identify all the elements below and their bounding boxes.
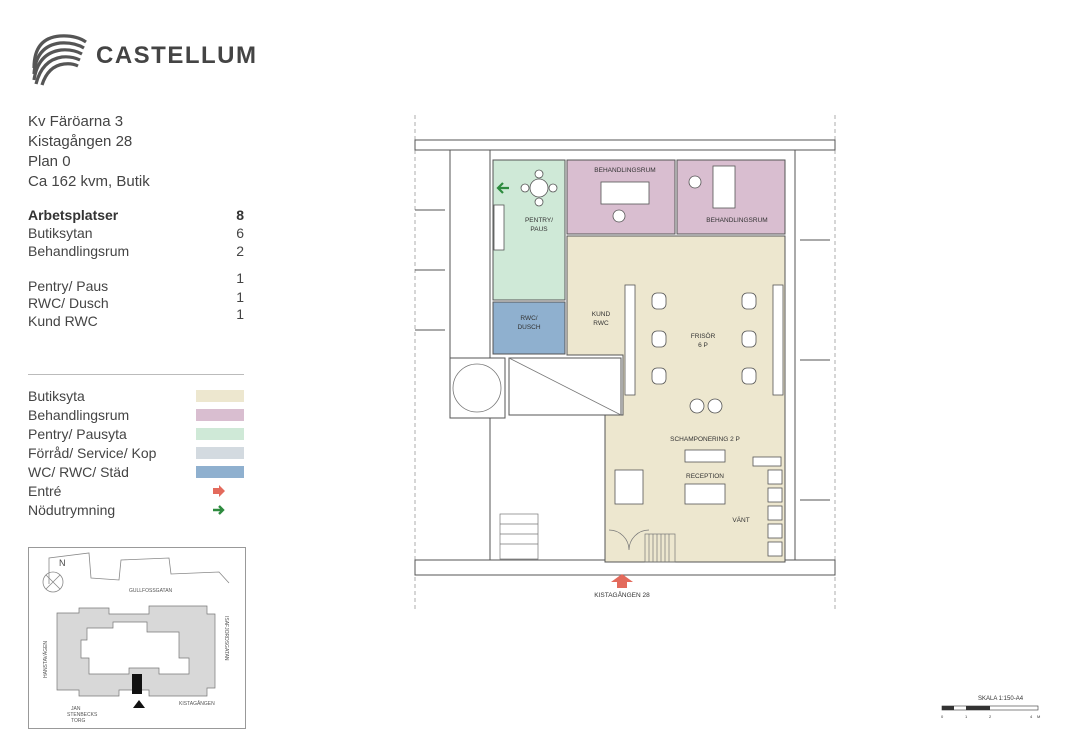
stat-label: Behandlingsrum — [28, 243, 130, 259]
divider — [28, 374, 244, 375]
stat-value: 1 — [236, 289, 244, 305]
legend-item-nodutrymning: Nödutrymning — [28, 502, 244, 520]
stat-row: Behandlingsrum 2 — [28, 243, 244, 259]
legend-label: WC/ RWC/ Städ — [28, 464, 129, 480]
label-entrance-street: KISTAGÅNGEN 28 — [594, 590, 650, 599]
legend-item-wc: WC/ RWC/ Städ — [28, 464, 244, 482]
stat-row: RWC/ Dusch 1 — [28, 289, 244, 311]
castellum-stripes-logo-icon — [32, 34, 87, 86]
label-reception: RECEPTION — [686, 473, 724, 480]
label-behandlingsrum-1: BEHANDLINGSRUM — [594, 167, 655, 174]
legend-swatch — [196, 428, 244, 440]
red-arrow-right-icon — [213, 485, 225, 497]
stat-value: 8 — [236, 207, 244, 223]
label-pentry-1: PENTRY/ — [525, 217, 553, 224]
legend-swatch — [196, 409, 244, 421]
legend-item-butiksyta: Butiksyta — [28, 388, 244, 406]
stat-value: 1 — [236, 270, 244, 286]
emergency-exit-arrow-icon — [496, 182, 509, 194]
scale-tick-2: 2 — [989, 714, 992, 719]
legend-label: Förråd/ Service/ Kop — [28, 445, 157, 461]
label-kund-2: RWC — [593, 320, 609, 327]
stat-label: Pentry/ Paus — [28, 278, 109, 294]
stat-label: RWC/ Dusch — [28, 295, 109, 311]
room-rwc-dusch — [492, 301, 566, 355]
legend-item-pentry: Pentry/ Pausyta — [28, 426, 244, 444]
stat-row: Pentry/ Paus 1 — [28, 270, 244, 294]
property-floor: Plan 0 — [28, 153, 71, 170]
property-size: Ca 162 kvm, Butik — [28, 173, 150, 190]
square-line2: STENBECKS — [67, 712, 98, 718]
stat-label: Butiksytan — [28, 225, 93, 241]
scale-bar: SKALA 1:150-A4 0 1 2 4 M — [941, 696, 1040, 719]
label-kund-1: KUND — [592, 311, 611, 318]
street-left: HANSTAVÄGEN — [42, 641, 49, 678]
scale-tick-1: 1 — [965, 714, 968, 719]
legend-item-behandlingsrum: Behandlingsrum — [28, 407, 244, 425]
brand-name: CASTELLUM — [96, 42, 258, 69]
label-frisor-2: 6 P — [698, 342, 708, 349]
stat-row: Kund RWC 1 — [28, 306, 244, 329]
legend-label: Butiksyta — [28, 388, 85, 404]
square-line3: TORG — [71, 718, 85, 724]
legend-label: Pentry/ Pausyta — [28, 426, 127, 442]
stat-arbetsplatser: Arbetsplatser 8 — [28, 207, 244, 223]
scale-tick-4: 4 — [1030, 714, 1033, 719]
stat-label: Kund RWC — [28, 313, 98, 329]
property-name: Kv Färöarna 3 — [28, 113, 124, 130]
stat-row: Butiksytan 6 — [28, 225, 244, 241]
label-schamponering: SCHAMPONERING 2 P — [670, 436, 740, 443]
square-line1: JAN — [71, 706, 81, 712]
label-vant: VÄNT — [732, 516, 749, 524]
stat-value: 1 — [236, 306, 244, 322]
green-arrow-right-icon — [213, 505, 225, 515]
legend-label: Entré — [28, 483, 62, 499]
legend-swatch — [196, 390, 244, 402]
legend-label: Behandlingsrum — [28, 407, 130, 423]
label-behandlingsrum-2: BEHANDLINGSRUM — [706, 217, 767, 224]
building-marker — [132, 674, 142, 694]
legend-swatch — [196, 447, 244, 459]
scale-tick-0: 0 — [941, 714, 944, 719]
property-info: Kv Färöarna 3 Kistagången 28 Plan 0 Ca 1… — [28, 112, 150, 192]
label-rwc-2: DUSCH — [517, 324, 540, 331]
stat-value: 2 — [236, 243, 244, 259]
label-rwc-1: RWC/ — [520, 315, 537, 322]
street-bottom: KISTAGÅNGEN — [179, 700, 215, 707]
legend-label: Nödutrymning — [28, 502, 116, 518]
floor-plan: PENTRY/ PAUS BEHANDLINGSRUM BEHANDLINGSR… — [414, 115, 836, 610]
property-address: Kistagången 28 — [28, 133, 133, 150]
key-map: N GULLFOSSGATAN HANSTAVÄGEN ISAFJORDSGAT… — [28, 547, 246, 729]
scale-label: SKALA 1:150-A4 — [978, 696, 1024, 702]
position-marker-icon — [133, 700, 145, 708]
legend-item-entre: Entré — [28, 483, 244, 501]
street-right: ISAFJORDSGATAN — [223, 616, 229, 661]
north-label: N — [59, 558, 66, 568]
label-frisor-1: FRISÖR — [691, 332, 716, 340]
room-pentry — [492, 159, 566, 301]
entrance-arrow-icon — [611, 574, 633, 588]
scale-unit: M — [1037, 714, 1040, 719]
label-pentry-2: PAUS — [530, 226, 548, 233]
street-top: GULLFOSSGATAN — [129, 588, 173, 594]
stat-value: 6 — [236, 225, 244, 241]
legend-item-forrad: Förråd/ Service/ Kop — [28, 445, 244, 463]
legend-swatch — [196, 466, 244, 478]
stat-label: Arbetsplatser — [28, 207, 119, 223]
